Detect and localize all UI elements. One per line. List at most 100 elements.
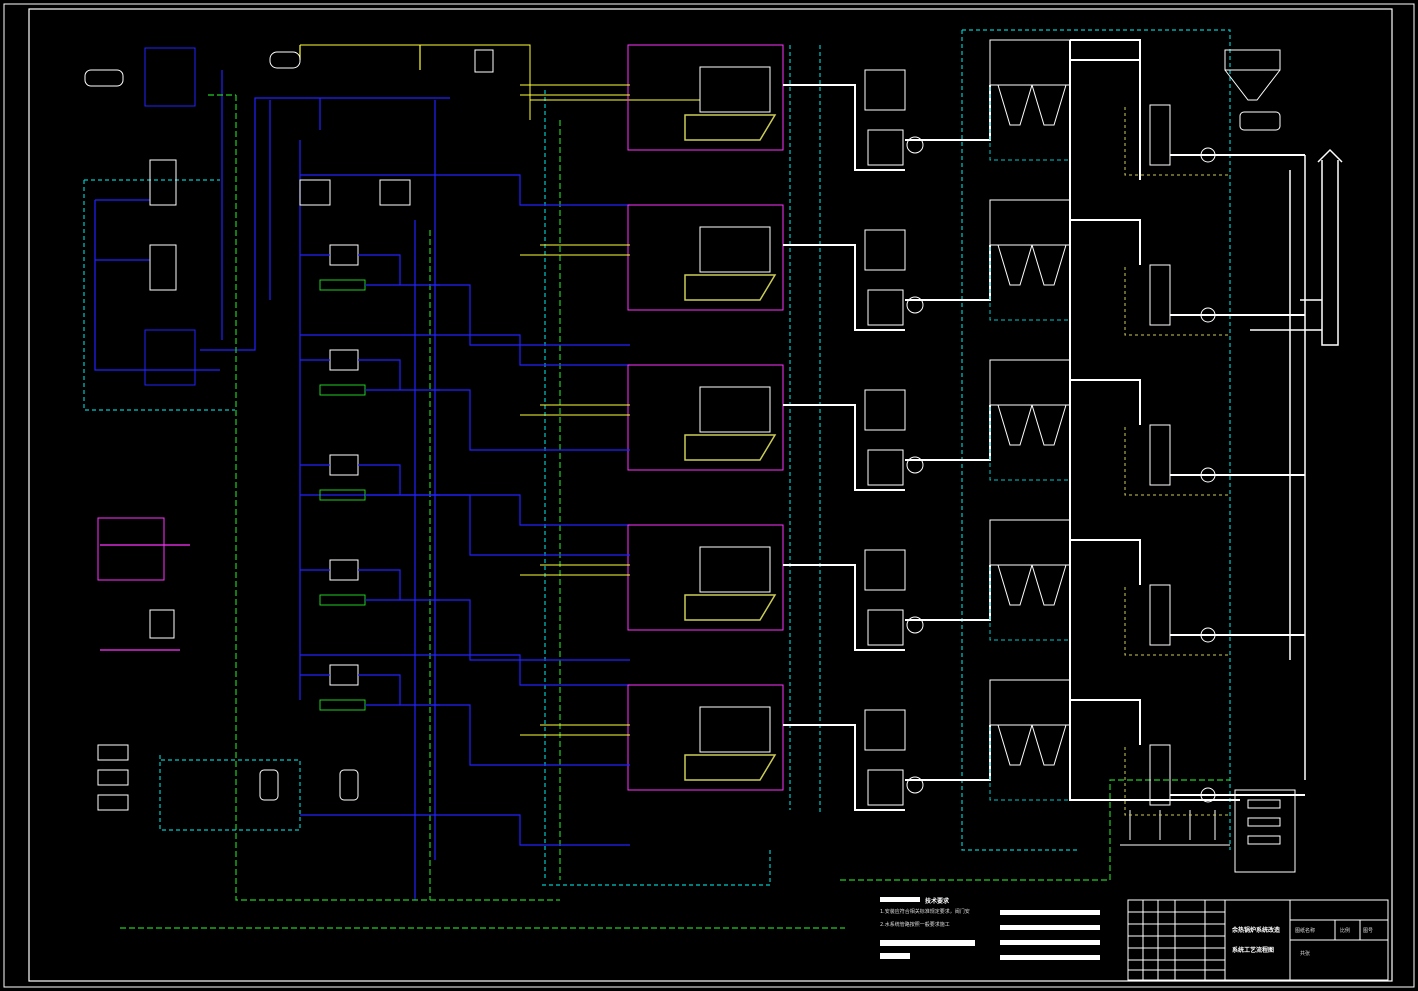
boiler-icon <box>699 226 771 273</box>
notes-line-1: 1.安装应符合相关标准规定要求，阀门安 <box>880 908 970 915</box>
fuel-line <box>520 244 630 256</box>
boiler-icon <box>699 386 771 433</box>
bag-filter-icon <box>989 359 1071 406</box>
boiler-enclosure <box>627 364 784 471</box>
process-train-2 <box>300 199 1305 366</box>
outer-frame <box>3 3 1415 988</box>
fan-icon <box>906 616 924 634</box>
title-project-2: 系统工艺流程图 <box>1232 946 1274 954</box>
skid-water <box>300 674 440 706</box>
grate <box>684 114 777 141</box>
water-return <box>300 174 630 206</box>
tank-icon <box>329 454 359 476</box>
fan-housing <box>867 449 904 486</box>
fan-housing <box>867 769 904 806</box>
cyclone <box>864 549 906 591</box>
scrubber-icon <box>1149 584 1171 646</box>
title-cell-2: 比例 <box>1340 927 1350 934</box>
skid-pipe <box>319 384 366 396</box>
drain-line <box>1124 747 1230 816</box>
skid-feed <box>430 389 630 451</box>
fan-icon <box>906 136 924 154</box>
boiler-enclosure <box>627 204 784 311</box>
drain-line <box>1124 107 1230 176</box>
grate <box>684 434 777 461</box>
drain-line <box>1124 267 1230 336</box>
filter-hoppers <box>997 724 1067 766</box>
skid-feed <box>430 494 630 556</box>
flue-duct <box>783 564 991 651</box>
cyclone <box>864 389 906 431</box>
skid-water <box>300 464 440 496</box>
title-project-1: 余热锅炉系统改造 <box>1231 926 1280 934</box>
process-train-5 <box>300 679 1305 846</box>
bag-filter-icon <box>989 519 1071 566</box>
gas-outlet <box>1070 59 1305 156</box>
fan-icon <box>906 776 924 794</box>
hopper-icon <box>1224 49 1281 131</box>
fan-icon <box>906 296 924 314</box>
skid-feed <box>430 599 630 661</box>
inner-frame <box>28 8 1393 982</box>
boiler-enclosure <box>627 44 784 151</box>
tank-icon <box>329 559 359 581</box>
skid-pipe <box>319 594 366 606</box>
fan-housing <box>867 129 904 166</box>
skid-pipe <box>319 699 366 711</box>
bag-filter-icon <box>989 679 1071 726</box>
title-cell-1: 图纸名称 <box>1295 927 1315 934</box>
gas-outlet <box>1070 219 1305 316</box>
process-train-3 <box>300 359 1305 526</box>
process-train-1 <box>300 39 1305 206</box>
left-equipment <box>84 47 494 811</box>
filter-drain <box>989 407 1070 481</box>
skid-water <box>300 254 440 286</box>
tank-icon <box>329 244 359 266</box>
fuel-line <box>520 84 630 96</box>
fuel-line <box>520 564 630 576</box>
gas-outlet <box>1070 539 1305 636</box>
pump-skid-2 <box>300 349 630 451</box>
fuel-line <box>520 724 630 736</box>
filter-drain <box>989 567 1070 641</box>
process-train-4 <box>300 519 1305 686</box>
pump-skid-4 <box>300 559 630 661</box>
boiler-icon <box>699 706 771 753</box>
boiler-icon <box>699 66 771 113</box>
title-cell-4: 共张 <box>1300 950 1310 957</box>
skid-water <box>300 569 440 601</box>
cyclone <box>864 709 906 751</box>
scrubber-icon <box>1149 744 1171 806</box>
flue-duct <box>783 244 991 331</box>
bag-filter-icon <box>989 199 1071 246</box>
filter-drain <box>989 247 1070 321</box>
tank-icon <box>329 349 359 371</box>
boiler-icon <box>699 546 771 593</box>
notes-heading: 技术要求 <box>925 897 950 905</box>
grate <box>684 754 777 781</box>
grate <box>684 274 777 301</box>
chimney-icon <box>1317 148 1343 346</box>
fan-housing <box>867 289 904 326</box>
pump-skid-3 <box>300 454 630 556</box>
boiler-enclosure <box>627 524 784 631</box>
skid-pipe <box>319 279 366 291</box>
flue-duct <box>783 724 991 811</box>
cyclone <box>864 229 906 271</box>
title-block <box>1127 899 1389 981</box>
filter-drain <box>989 87 1070 161</box>
filter-hoppers <box>997 564 1067 606</box>
skid-feed <box>430 704 630 766</box>
gas-outlet <box>1070 379 1305 476</box>
fan-icon <box>906 456 924 474</box>
scrubber-icon <box>1149 104 1171 166</box>
skid-water <box>300 359 440 391</box>
filter-hoppers <box>997 404 1067 446</box>
bag-filter-icon <box>989 39 1071 86</box>
title-cell-3: 图号 <box>1363 928 1373 934</box>
control-panel <box>1234 789 1296 873</box>
boiler-enclosure <box>627 684 784 791</box>
drain-line <box>1124 427 1230 496</box>
